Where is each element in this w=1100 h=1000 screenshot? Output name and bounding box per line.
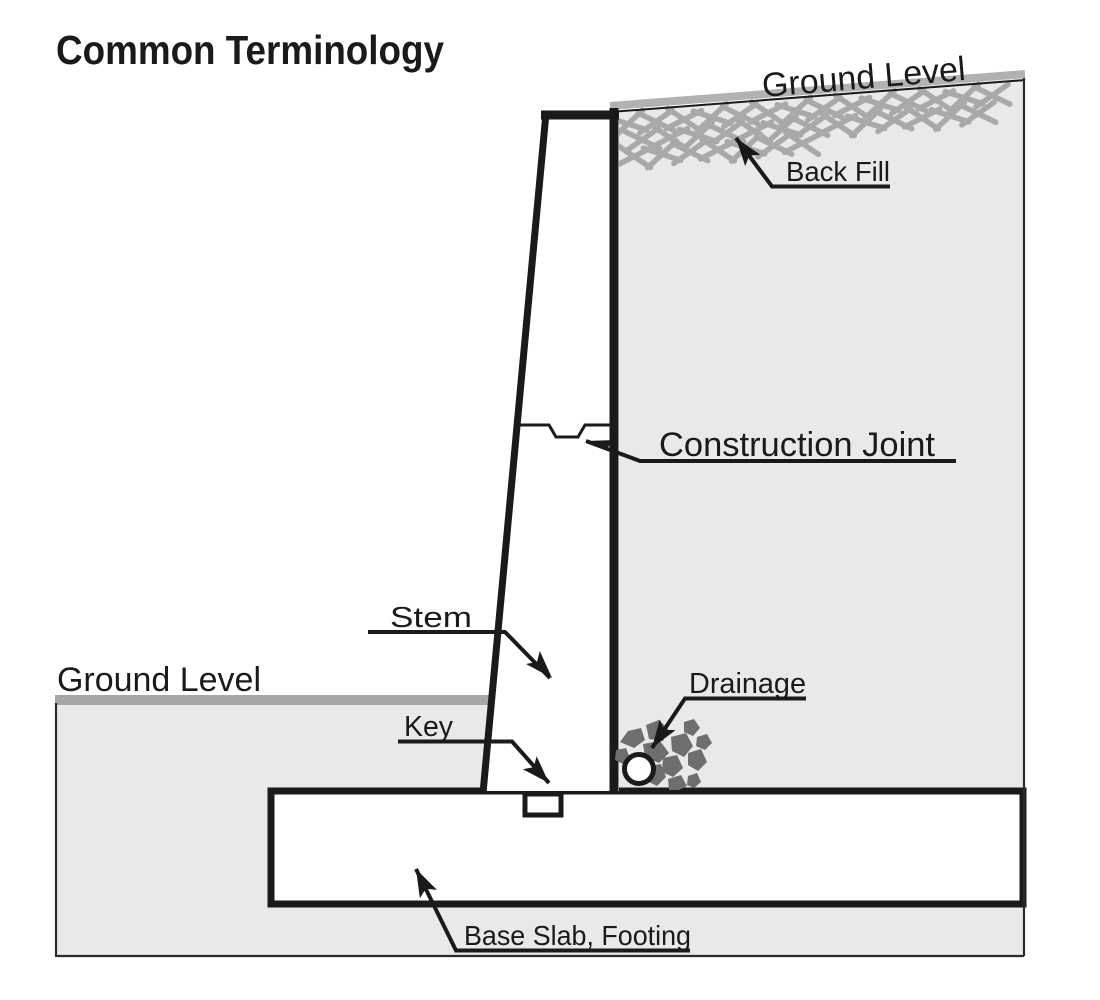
gravel-chunk (696, 734, 712, 750)
gravel-chunk (687, 773, 701, 788)
backfill-arrowhead-icon (736, 138, 761, 167)
slope-ground-line (609, 79, 1026, 113)
stem-body (481, 111, 619, 791)
base-slab-label: Base Slab, Footing (464, 920, 691, 951)
drainage-label: Drainage (689, 668, 806, 700)
construction-joint-line (518, 423, 611, 439)
construction-joint-label: Construction Joint (659, 426, 936, 464)
slope-ground-band (609, 70, 1026, 110)
hatch-x-icon (957, 99, 999, 128)
key-label: Key (404, 711, 453, 743)
base-slab-leader (414, 868, 690, 953)
left-ground-band (55, 695, 492, 705)
construction-joint-arrowhead-icon (586, 440, 616, 450)
back-fill-label: Back Fill (786, 156, 890, 187)
stem-arrowhead-icon (526, 651, 552, 678)
arrowheads (416, 138, 761, 899)
ground-level-left-label: Ground Level (57, 661, 261, 699)
gravel-chunk (620, 728, 645, 748)
hatch-x-icon (971, 81, 1013, 110)
stem-front-face (479, 112, 550, 794)
page-title: Common Terminology (56, 27, 444, 73)
base-slab-arrowhead-icon (416, 869, 437, 899)
hatch-x-icon (781, 129, 823, 158)
key-notch (522, 791, 564, 818)
key-arrowhead-icon (522, 756, 549, 783)
gravel-chunk (684, 719, 700, 736)
drainage-arrowhead-icon (652, 719, 676, 748)
backfill-hatch (606, 81, 1013, 171)
base-slab (267, 787, 1027, 908)
gravel-chunk (662, 755, 683, 777)
gravel-chunk (688, 749, 707, 771)
gravel-chunk (668, 775, 687, 790)
stem-label: Stem (390, 602, 472, 634)
drain-pipe-icon (622, 752, 656, 786)
soil-region (56, 77, 1024, 955)
gravel-chunk (671, 733, 693, 757)
